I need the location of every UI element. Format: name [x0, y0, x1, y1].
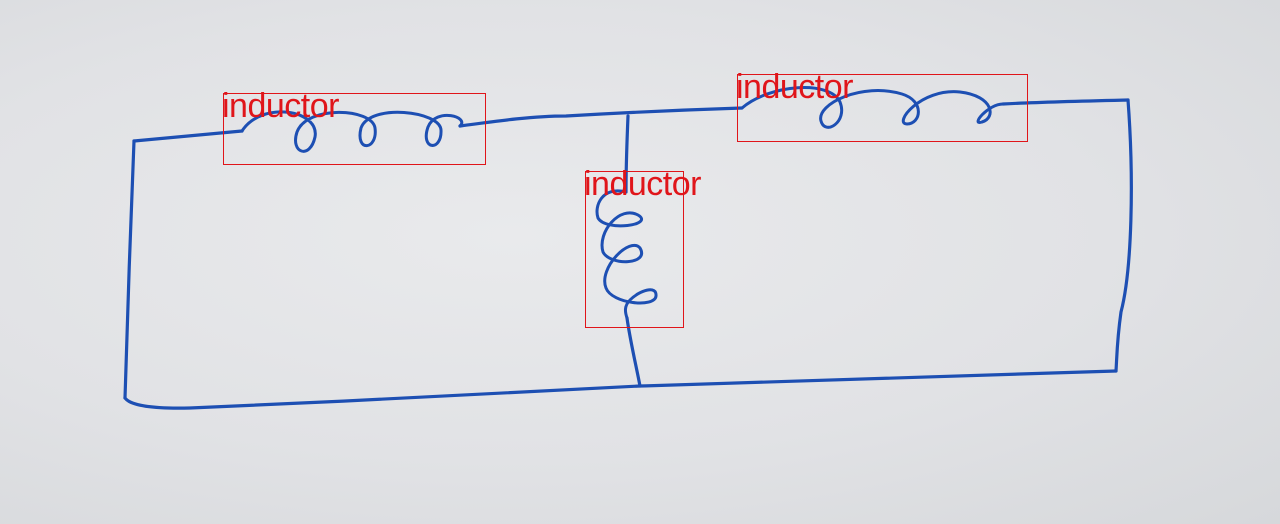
wire-right-top [1001, 98, 1130, 106]
inductor-coil-left [240, 110, 464, 153]
wire-left-top [132, 129, 244, 143]
wire-right-side [1114, 98, 1133, 373]
wire-bottom [123, 369, 1118, 410]
inductor-coil-center [595, 189, 658, 320]
wire-junction-down [624, 114, 630, 194]
wire-junction-bottom [625, 316, 642, 388]
detection-label: inductor [222, 87, 339, 125]
detection-box-inductor-center: inductor [584, 167, 701, 328]
inductor-coil-right [740, 86, 1005, 129]
detection-box-inductor-left: inductor [222, 89, 486, 165]
detection-box-inductor-right: inductor [736, 70, 1028, 142]
detection-label: inductor [584, 165, 701, 203]
detection-label: inductor [736, 68, 853, 106]
wire-left-side [123, 139, 136, 400]
wire-mid-top [458, 106, 744, 128]
